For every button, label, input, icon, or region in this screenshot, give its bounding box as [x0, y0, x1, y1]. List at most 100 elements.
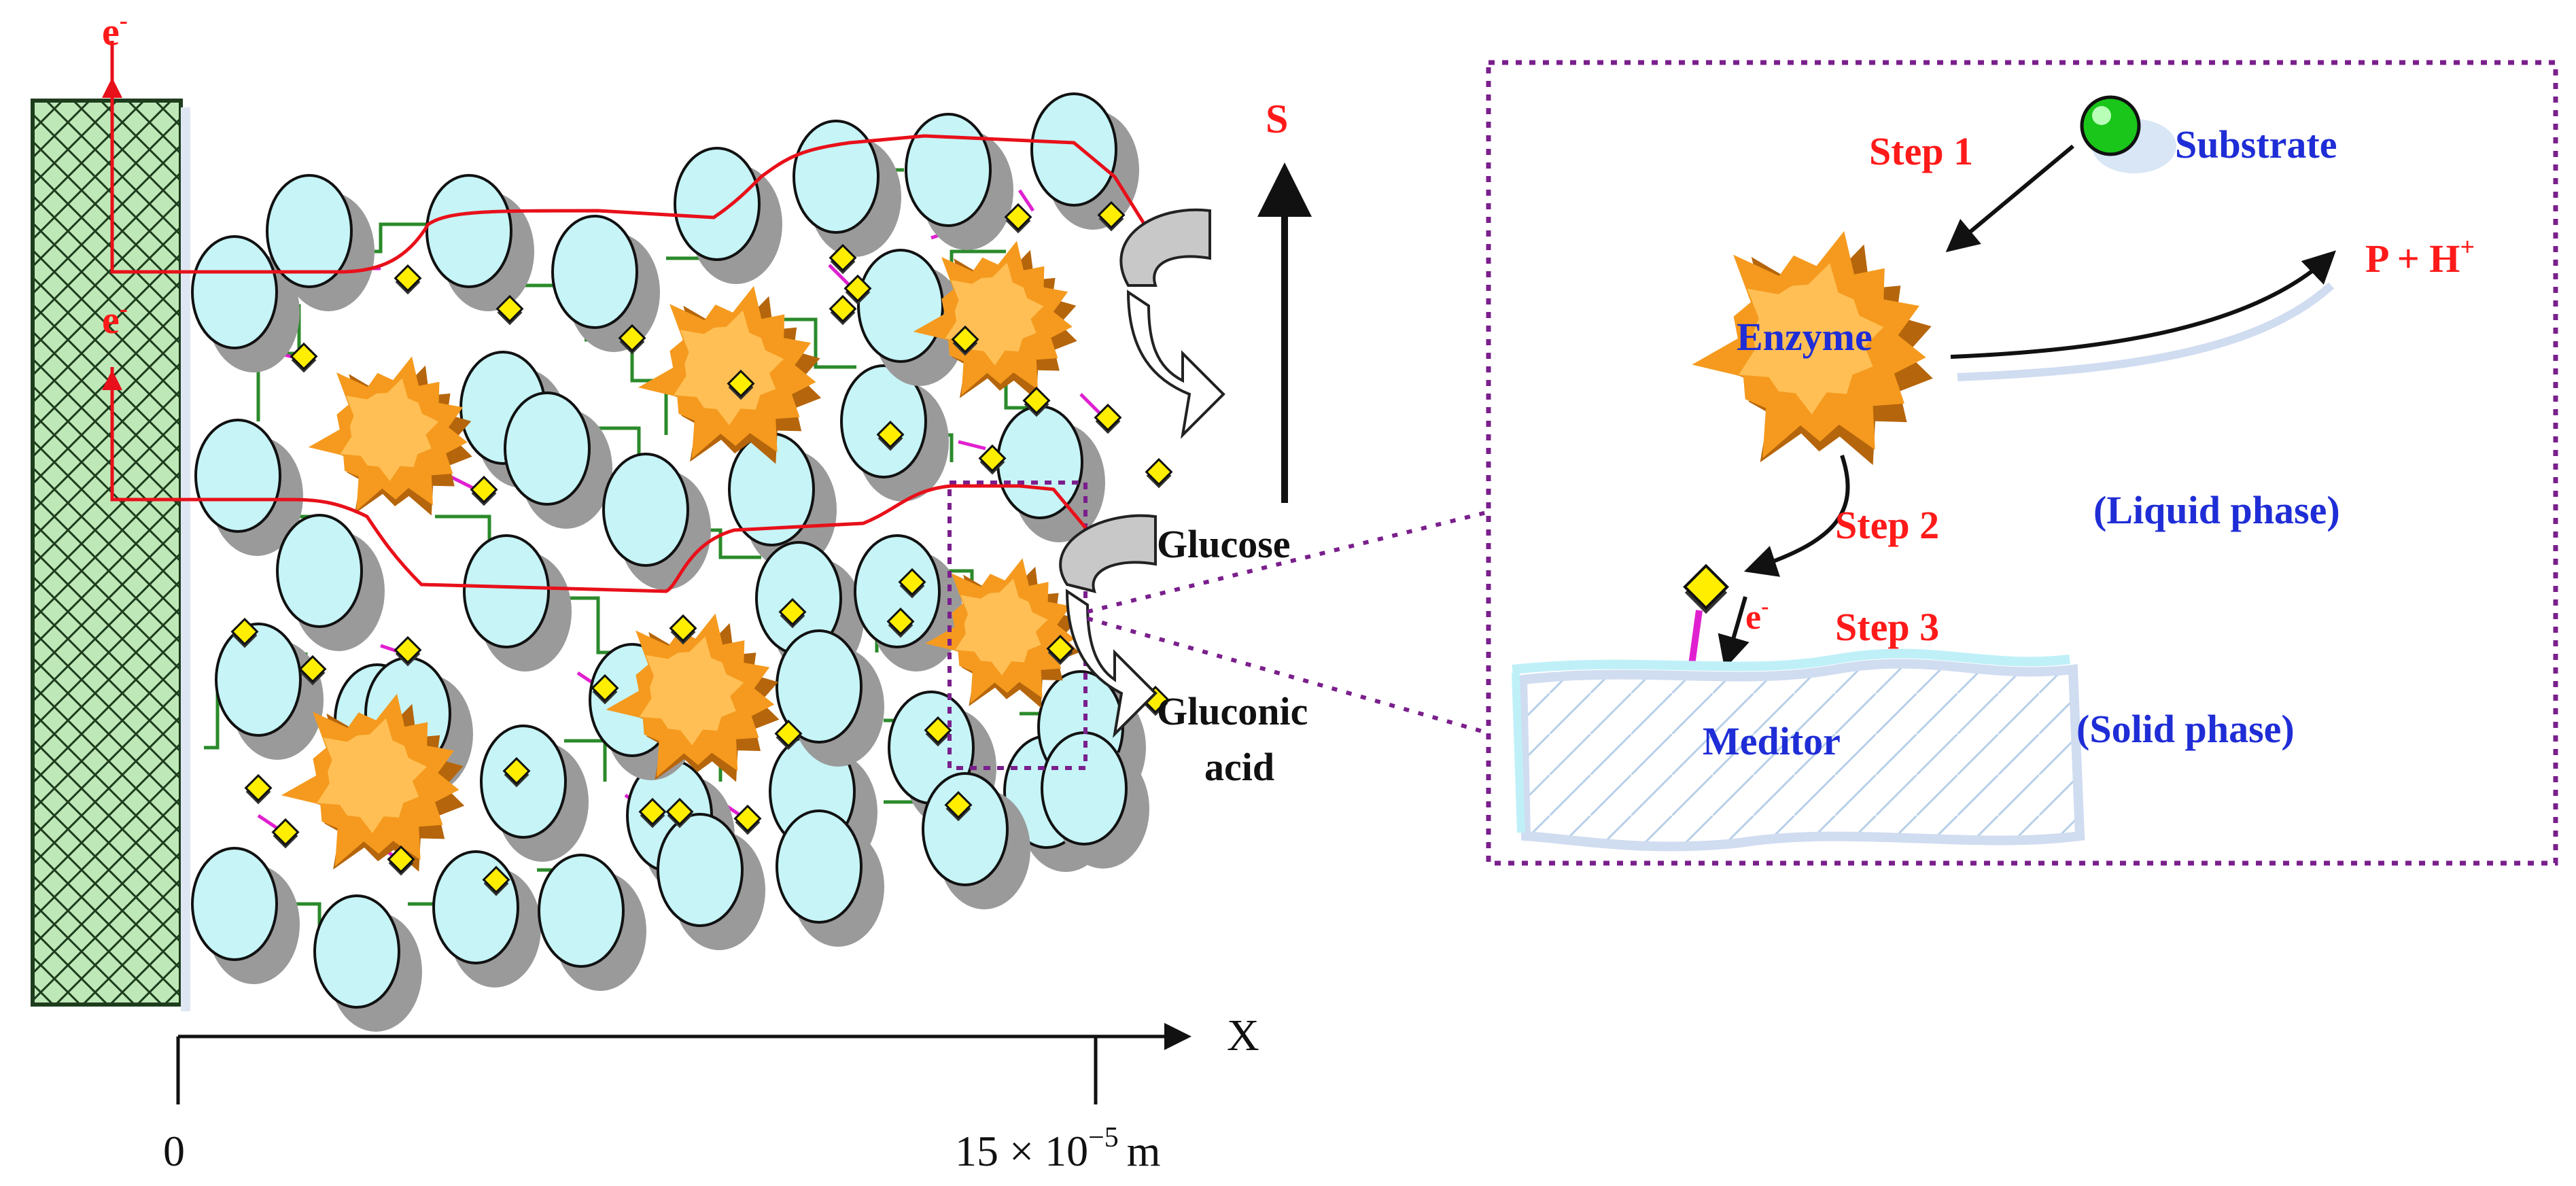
mediator-marker [638, 797, 667, 829]
mediator-particle [674, 147, 761, 261]
mediator-marker [951, 325, 979, 356]
step1-arrow [1945, 144, 2074, 253]
s-axis-label: S [1266, 97, 1288, 141]
mediator-particle [551, 215, 638, 329]
current-collector-mesh [31, 99, 183, 1007]
mediator-marker [271, 818, 300, 849]
mediator-marker [1145, 457, 1173, 489]
inset-electron-label: e- [1745, 594, 1769, 637]
mediator-marker [618, 324, 646, 355]
mediator-particle [480, 725, 567, 839]
solid-phase-label: (Solid phase) [2076, 707, 2295, 751]
mediator-particle [215, 623, 302, 737]
inset-mediator-bond [1688, 610, 1703, 670]
mediator-particle [313, 894, 400, 1009]
electrode-layer [31, 99, 190, 1011]
mediator-marker [944, 790, 973, 822]
mediator-particle [194, 419, 281, 533]
step2-arrow [1743, 455, 1850, 577]
mediator-marker [669, 614, 697, 645]
x-axis [176, 1023, 1191, 1104]
enzyme [281, 693, 465, 872]
mediator-marker [495, 294, 524, 326]
mediator-marker [1046, 634, 1075, 665]
mediator-marker [502, 756, 531, 788]
mediator-label: Meditor [1703, 719, 1841, 763]
flux-arrows [1059, 208, 1225, 738]
mediator-marker [1094, 403, 1122, 434]
mediator-marker [886, 607, 915, 638]
mediator-marker [591, 674, 619, 705]
mediator-slab [1512, 648, 2085, 852]
enzyme [606, 613, 780, 782]
mediator-marker [733, 804, 762, 835]
mediator-particle [425, 174, 512, 288]
mediator-particle [191, 847, 278, 961]
mediator-marker [290, 342, 318, 373]
zoom-connectors [1087, 509, 1493, 736]
mediator-particle [432, 850, 519, 964]
enzyme [1692, 231, 1933, 466]
x-axis-label: X [1227, 1011, 1259, 1060]
mediator-marker [394, 264, 422, 295]
mediator-marker [843, 274, 872, 305]
mediator-marker [778, 597, 807, 629]
mediator-particle [191, 235, 278, 349]
substrate-sphere [2080, 95, 2176, 173]
liquid-phase-label: (Liquid phase) [2093, 488, 2340, 532]
mediator-particle [1041, 731, 1128, 845]
inset-enzyme [1692, 231, 1933, 466]
product-arrow-shadow [1957, 282, 2335, 381]
mediator-particle [857, 249, 944, 363]
mediator-particle [266, 174, 353, 288]
mediator-particles [191, 92, 1149, 1032]
mediator-marker [727, 369, 755, 400]
mediator-particle [1030, 92, 1117, 207]
mediator-particle [776, 629, 863, 744]
mediator-marker [665, 797, 694, 829]
step2-label: Step 2 [1835, 503, 1939, 547]
mediator-marker [482, 865, 510, 896]
enzyme [308, 356, 472, 516]
substrate-label: Substrate [2175, 122, 2337, 167]
mediator-particle [776, 809, 863, 924]
electron-label-mid: e- [102, 295, 128, 342]
mediator-marker [876, 420, 905, 451]
enzyme [638, 285, 822, 464]
mediator-particle [276, 514, 363, 628]
mediator-particle [538, 854, 625, 968]
mediator-marker [898, 568, 926, 599]
mediator-marker [978, 444, 1007, 475]
mediator-marker [394, 635, 422, 667]
mediator-marker [470, 475, 498, 506]
mediator-marker [298, 655, 327, 686]
step1-label: Step 1 [1869, 129, 1973, 173]
x-origin-label: 0 [163, 1127, 185, 1175]
gluconic-acid-label-2: acid [1204, 745, 1274, 789]
mediator-particle [840, 364, 927, 478]
mediator-marker [1004, 203, 1032, 234]
step3-label: Step 3 [1835, 605, 1939, 649]
mediator-marker [829, 243, 857, 275]
product-arrow [1950, 250, 2336, 359]
mediator-marker [924, 716, 952, 747]
enzyme [925, 558, 1079, 708]
enzyme-label: Enzyme [1737, 315, 1873, 359]
mediator-particle [922, 772, 1009, 886]
mediator-marker [244, 773, 273, 805]
mediator-marker [1022, 386, 1051, 417]
product-label: P + H+ [2365, 233, 2475, 281]
mediator-marker [230, 617, 259, 648]
mediator-particle [854, 534, 941, 648]
mediator-particle [996, 405, 1083, 519]
step3-electron-arrow [1718, 596, 1750, 669]
enzyme-clusters [281, 241, 1079, 872]
mediator-marker [387, 845, 415, 876]
mediator-particle [504, 391, 591, 506]
electron-paths [110, 41, 1151, 593]
mediator-particle [657, 813, 744, 927]
mediator-particle [905, 113, 992, 227]
glucose-label: Glucose [1157, 522, 1291, 566]
